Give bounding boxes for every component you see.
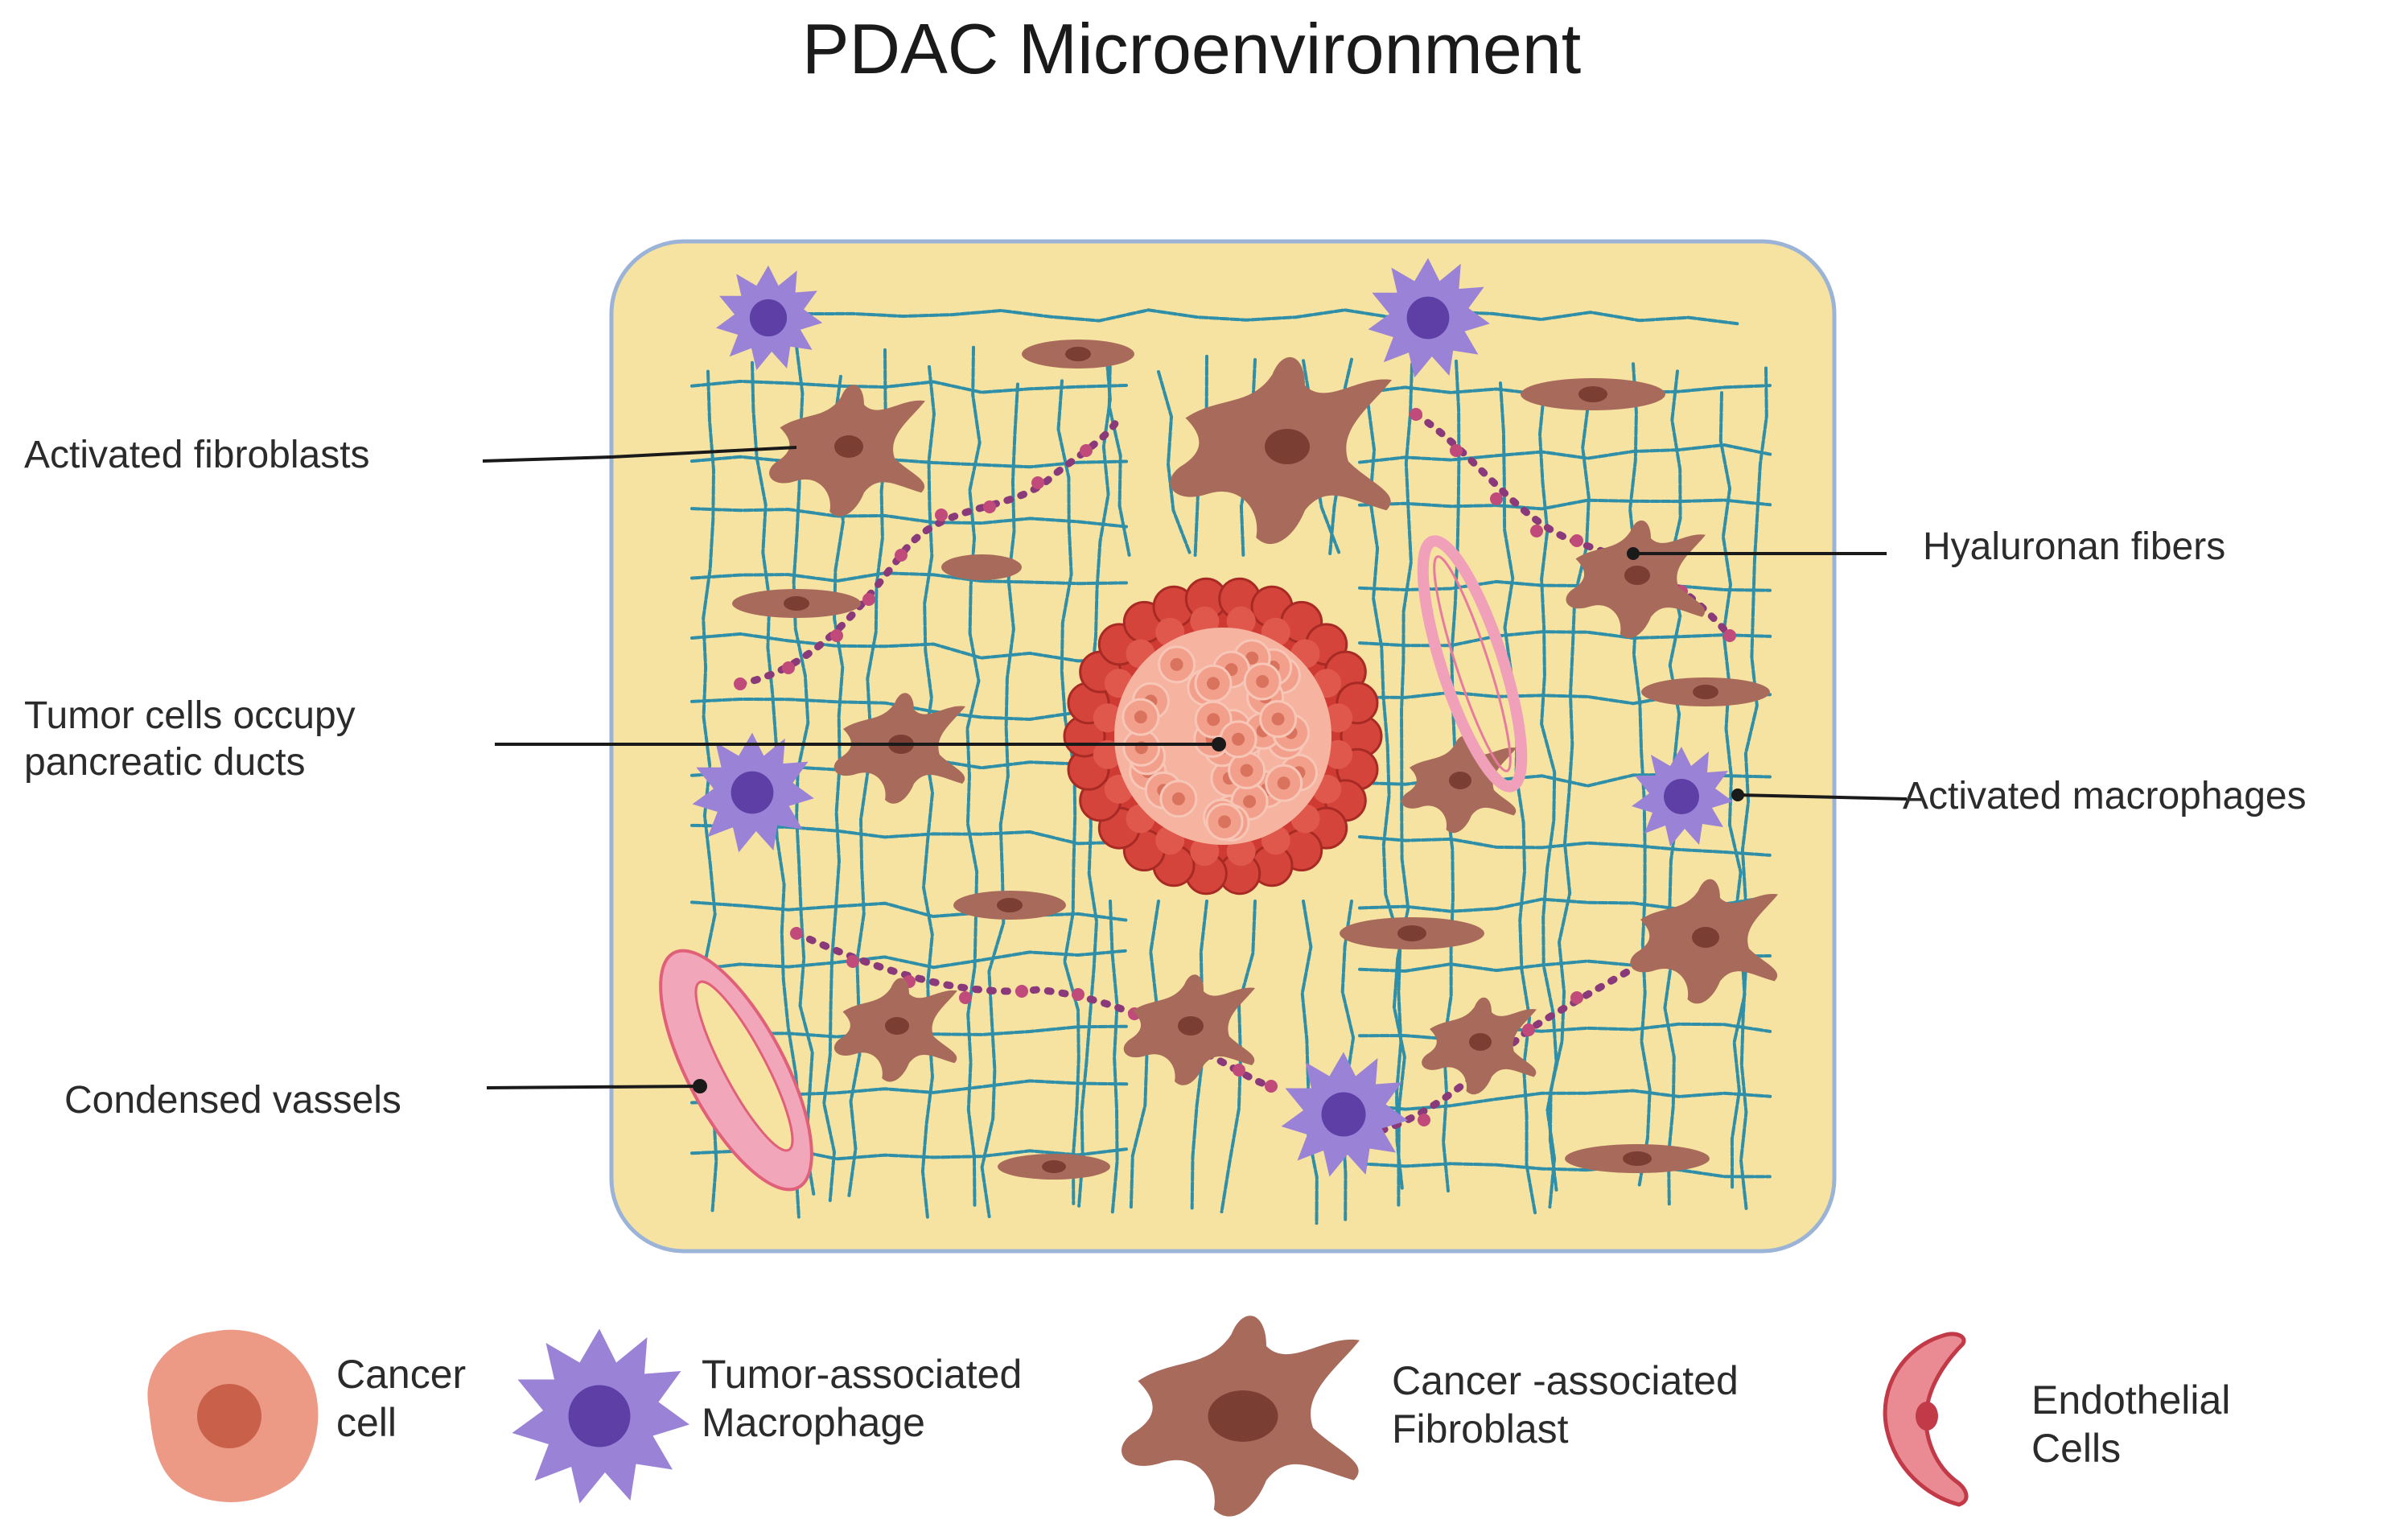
vessel-right: [1417, 535, 1528, 793]
label-tumor-ducts-line2: pancreatic ducts: [24, 741, 306, 784]
leader-lines: [482, 446, 1908, 1089]
leader-condensed-vessels: [486, 1085, 701, 1089]
leader-activated-macrophages: [1737, 793, 1908, 801]
macrophage-bottom: [1281, 1052, 1408, 1177]
macrophage-top-left: [715, 265, 823, 371]
legend-cancer-cell-label-2: cell: [336, 1400, 397, 1445]
legend-cancer-cell-label-1: Cancer: [336, 1352, 467, 1397]
legend-endothelial-label-1: Endothelial: [2031, 1377, 2231, 1423]
condensed-vessel-left: [659, 949, 813, 1192]
legend-caf-label-2: Fibroblast: [1392, 1406, 1569, 1451]
legend-endothelial-label-2: Cells: [2031, 1426, 2122, 1471]
leader-dots: [693, 547, 1744, 1093]
legend-caf-label-1: Cancer -associated: [1392, 1358, 1739, 1403]
label-activated-macrophages: Activated macrophages: [1903, 775, 2307, 817]
macrophage-left: [692, 732, 814, 853]
macrophage-top-center: [1368, 257, 1490, 378]
label-hyaluronan-fibers: Hyaluronan fibers: [1923, 525, 2226, 568]
legend-cancer-cell-icon: [147, 1329, 319, 1502]
page-title: PDAC Microenvironment: [801, 9, 1582, 89]
fibroblast-flat-4: [941, 554, 1022, 580]
legend-tam-label-2: Macrophage: [702, 1400, 925, 1445]
fibroblast-nuclei: [784, 347, 1719, 1173]
label-activated-fibroblasts: Activated fibroblasts: [24, 434, 370, 476]
legend-macrophage-icon: [512, 1328, 689, 1504]
label-condensed-vessels: Condensed vassels: [64, 1079, 401, 1122]
legend-tam-label-1: Tumor-associated: [702, 1352, 1023, 1397]
legend-endothelial-icon: [1883, 1332, 1969, 1507]
macrophage-right: [1632, 747, 1733, 846]
leader-activated-fibroblasts: [482, 446, 797, 463]
legend-fibroblast-icon: [1122, 1316, 1360, 1517]
label-tumor-ducts-line1: Tumor cells occupy: [24, 694, 356, 737]
activated-macrophages: [692, 257, 1733, 1177]
tumor-cells: [1122, 639, 1318, 842]
